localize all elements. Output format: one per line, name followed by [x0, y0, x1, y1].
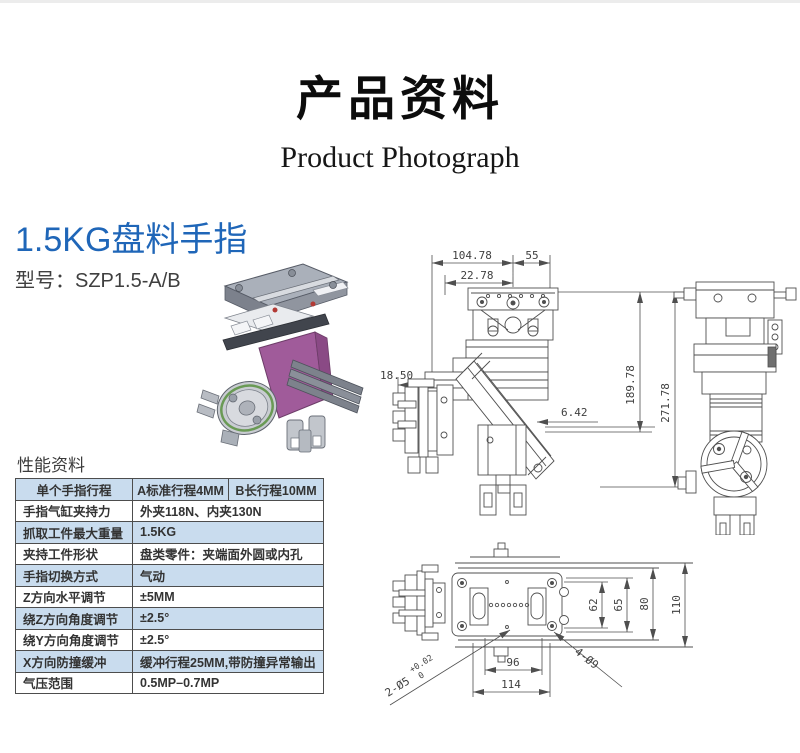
dim-80: 80	[638, 597, 651, 610]
dim-width-right: 55	[525, 249, 538, 262]
table-row: 手指气缸夹持力 外夹118N、内夹130N	[15, 499, 324, 522]
spec-header-cell: B长行程10MM	[228, 478, 324, 501]
table-row: 夹持工件形状 盘类零件：夹端面外圆或内孔	[15, 542, 324, 565]
hole-note-right: 4-Ø9	[572, 645, 601, 672]
dim-65: 65	[612, 598, 625, 611]
table-row: 抓取工件最大重量 1.5KG	[15, 521, 324, 544]
spec-value: 外夹118N、内夹130N	[132, 499, 324, 522]
table-row: 手指切换方式 气动	[15, 564, 324, 587]
side-view-body	[673, 281, 797, 535]
spec-value: 1.5KG	[132, 521, 324, 544]
spec-label: X方向防撞缓冲	[15, 650, 133, 673]
dim-left-offset: 18.50	[380, 369, 413, 382]
spec-value: ±2.5°	[132, 607, 324, 630]
top-view-drawing: 62 65 80 110 96 114 2-Ø5 +0.02 0 4-Ø9	[383, 542, 693, 706]
spec-header-cell: A标准行程4MM	[132, 478, 229, 501]
dim-width-total: 104.78	[452, 249, 492, 262]
dim-110: 110	[670, 595, 683, 615]
hole-callout-left: 2-Ø5 +0.02 0	[383, 653, 435, 699]
spec-value: ±5MM	[132, 585, 324, 608]
spec-value: 0.5MP–0.7MP	[132, 671, 324, 694]
hole-callout-right: 4-Ø9	[572, 645, 601, 672]
front-view-body	[392, 255, 559, 516]
dim-height-total: 271.78	[659, 383, 672, 423]
page-subtitle: Product Photograph	[280, 141, 520, 174]
spec-label: 夹持工件形状	[15, 542, 133, 565]
specs-heading: 性能资料	[17, 456, 85, 475]
spec-label: 绕Z方向角度调节	[15, 607, 133, 630]
spec-label: 绕Y方向角度调节	[15, 628, 133, 651]
spec-value: 缓冲行程25MM,带防撞异常输出	[132, 650, 324, 673]
spec-header-cell: 单个手指行程	[15, 478, 133, 501]
product-photo	[196, 263, 364, 453]
specs-table: 单个手指行程 A标准行程4MM B长行程10MM 手指气缸夹持力 外夹118N、…	[15, 478, 324, 694]
product-name: 1.5KG盘料手指	[15, 221, 248, 259]
hole-note-left: 2-Ø5	[383, 674, 412, 699]
spec-value: ±2.5°	[132, 628, 324, 651]
gripper-3d-render	[196, 263, 364, 453]
product-model: 型号：SZP1.5-A/B	[15, 270, 181, 292]
spec-label: Z方向水平调节	[15, 585, 133, 608]
spec-value: 气动	[132, 564, 324, 587]
top-divider	[0, 0, 800, 3]
dim-height-upper: 189.78	[624, 365, 637, 405]
table-row: 绕Y方向角度调节 ±2.5°	[15, 628, 324, 651]
spec-label: 手指切换方式	[15, 564, 133, 587]
table-row: Z方向水平调节 ±5MM	[15, 585, 324, 608]
spec-value: 盘类零件：夹端面外圆或内孔	[132, 542, 324, 565]
dim-114: 114	[501, 678, 521, 691]
dim-mid-offset: 6.42	[561, 406, 588, 419]
table-row: 绕Z方向角度调节 ±2.5°	[15, 607, 324, 630]
table-row: 单个手指行程 A标准行程4MM B长行程10MM	[15, 478, 324, 501]
spec-label: 抓取工件最大重量	[15, 521, 133, 544]
page-title: 产品资料	[296, 74, 504, 126]
table-row: X方向防撞缓冲 缓冲行程25MM,带防撞异常输出	[15, 650, 324, 673]
table-row: 气压范围 0.5MP–0.7MP	[15, 671, 324, 694]
dim-width-inner: 22.78	[460, 269, 493, 282]
hole-tol-lower: 0	[417, 670, 427, 681]
dim-96: 96	[506, 656, 519, 669]
dim-62: 62	[587, 598, 600, 611]
front-view-drawing: 104.78 55 22.78 18.50 6.42 189.78 271.78	[380, 249, 797, 535]
spec-label: 手指气缸夹持力	[15, 499, 133, 522]
spec-label: 气压范围	[15, 671, 133, 694]
